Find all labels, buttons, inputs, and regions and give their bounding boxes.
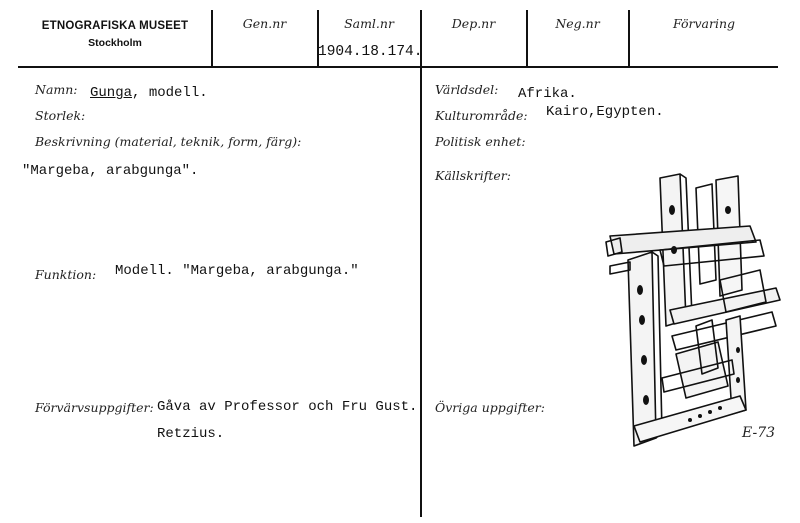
column-saml-nr: Saml.nr <box>344 16 394 31</box>
varldsdel-value: Afrika. <box>518 86 577 102</box>
kallskrifter-label: Källskrifter: <box>435 168 511 183</box>
museum-name: ETNOGRAFISKA MUSEET <box>41 20 189 32</box>
varldsdel-label: Världsdel: <box>435 82 499 97</box>
namn-label: Namn: <box>35 82 78 97</box>
ovriga-uppgifter-label: Övriga uppgifter: <box>435 400 545 415</box>
column-dep-nr: Dep.nr <box>451 16 496 31</box>
funktion-value: Modell. "Margeba, arabgunga." <box>115 263 359 279</box>
header-bottom-rule <box>18 66 778 68</box>
header-divider-2 <box>317 10 319 66</box>
header-divider-1 <box>211 10 213 66</box>
header-divider-3 <box>420 10 422 66</box>
header-divider-5 <box>628 10 630 66</box>
namn-value: Gunga, modell. <box>90 85 208 101</box>
column-forvaring: Förvaring <box>672 16 736 31</box>
storlek-label: Storlek: <box>35 108 86 123</box>
namn-value-underlined: Gunga <box>90 85 133 101</box>
sketch-caption: E-73 <box>742 425 776 441</box>
kulturomrade-label: Kulturområde: <box>435 108 528 123</box>
namn-value-rest: , modell. <box>132 85 208 101</box>
column-gen-nr: Gen.nr <box>242 16 287 31</box>
swing-model-sketch <box>605 173 781 447</box>
kulturomrade-value: Kairo,Egypten. <box>546 104 664 120</box>
column-neg-nr: Neg.nr <box>555 16 600 31</box>
body-center-divider <box>420 67 422 517</box>
forvarv-value-line2: Retzius. <box>157 426 225 442</box>
museum-city: Stockholm <box>88 37 142 49</box>
beskrivning-label: Beskrivning (material, teknik, form, fär… <box>35 134 302 149</box>
politisk-enhet-label: Politisk enhet: <box>435 134 526 149</box>
forvarv-value-line1: Gåva av Professor och Fru Gust. <box>157 399 418 415</box>
header-divider-4 <box>526 10 528 66</box>
saml-nr-value: 1904.18.174. <box>318 44 423 60</box>
funktion-label: Funktion: <box>35 267 97 282</box>
forvarv-label: Förvärvsuppgifter: <box>35 400 154 415</box>
beskrivning-value: "Margeba, arabgunga". <box>22 163 199 179</box>
